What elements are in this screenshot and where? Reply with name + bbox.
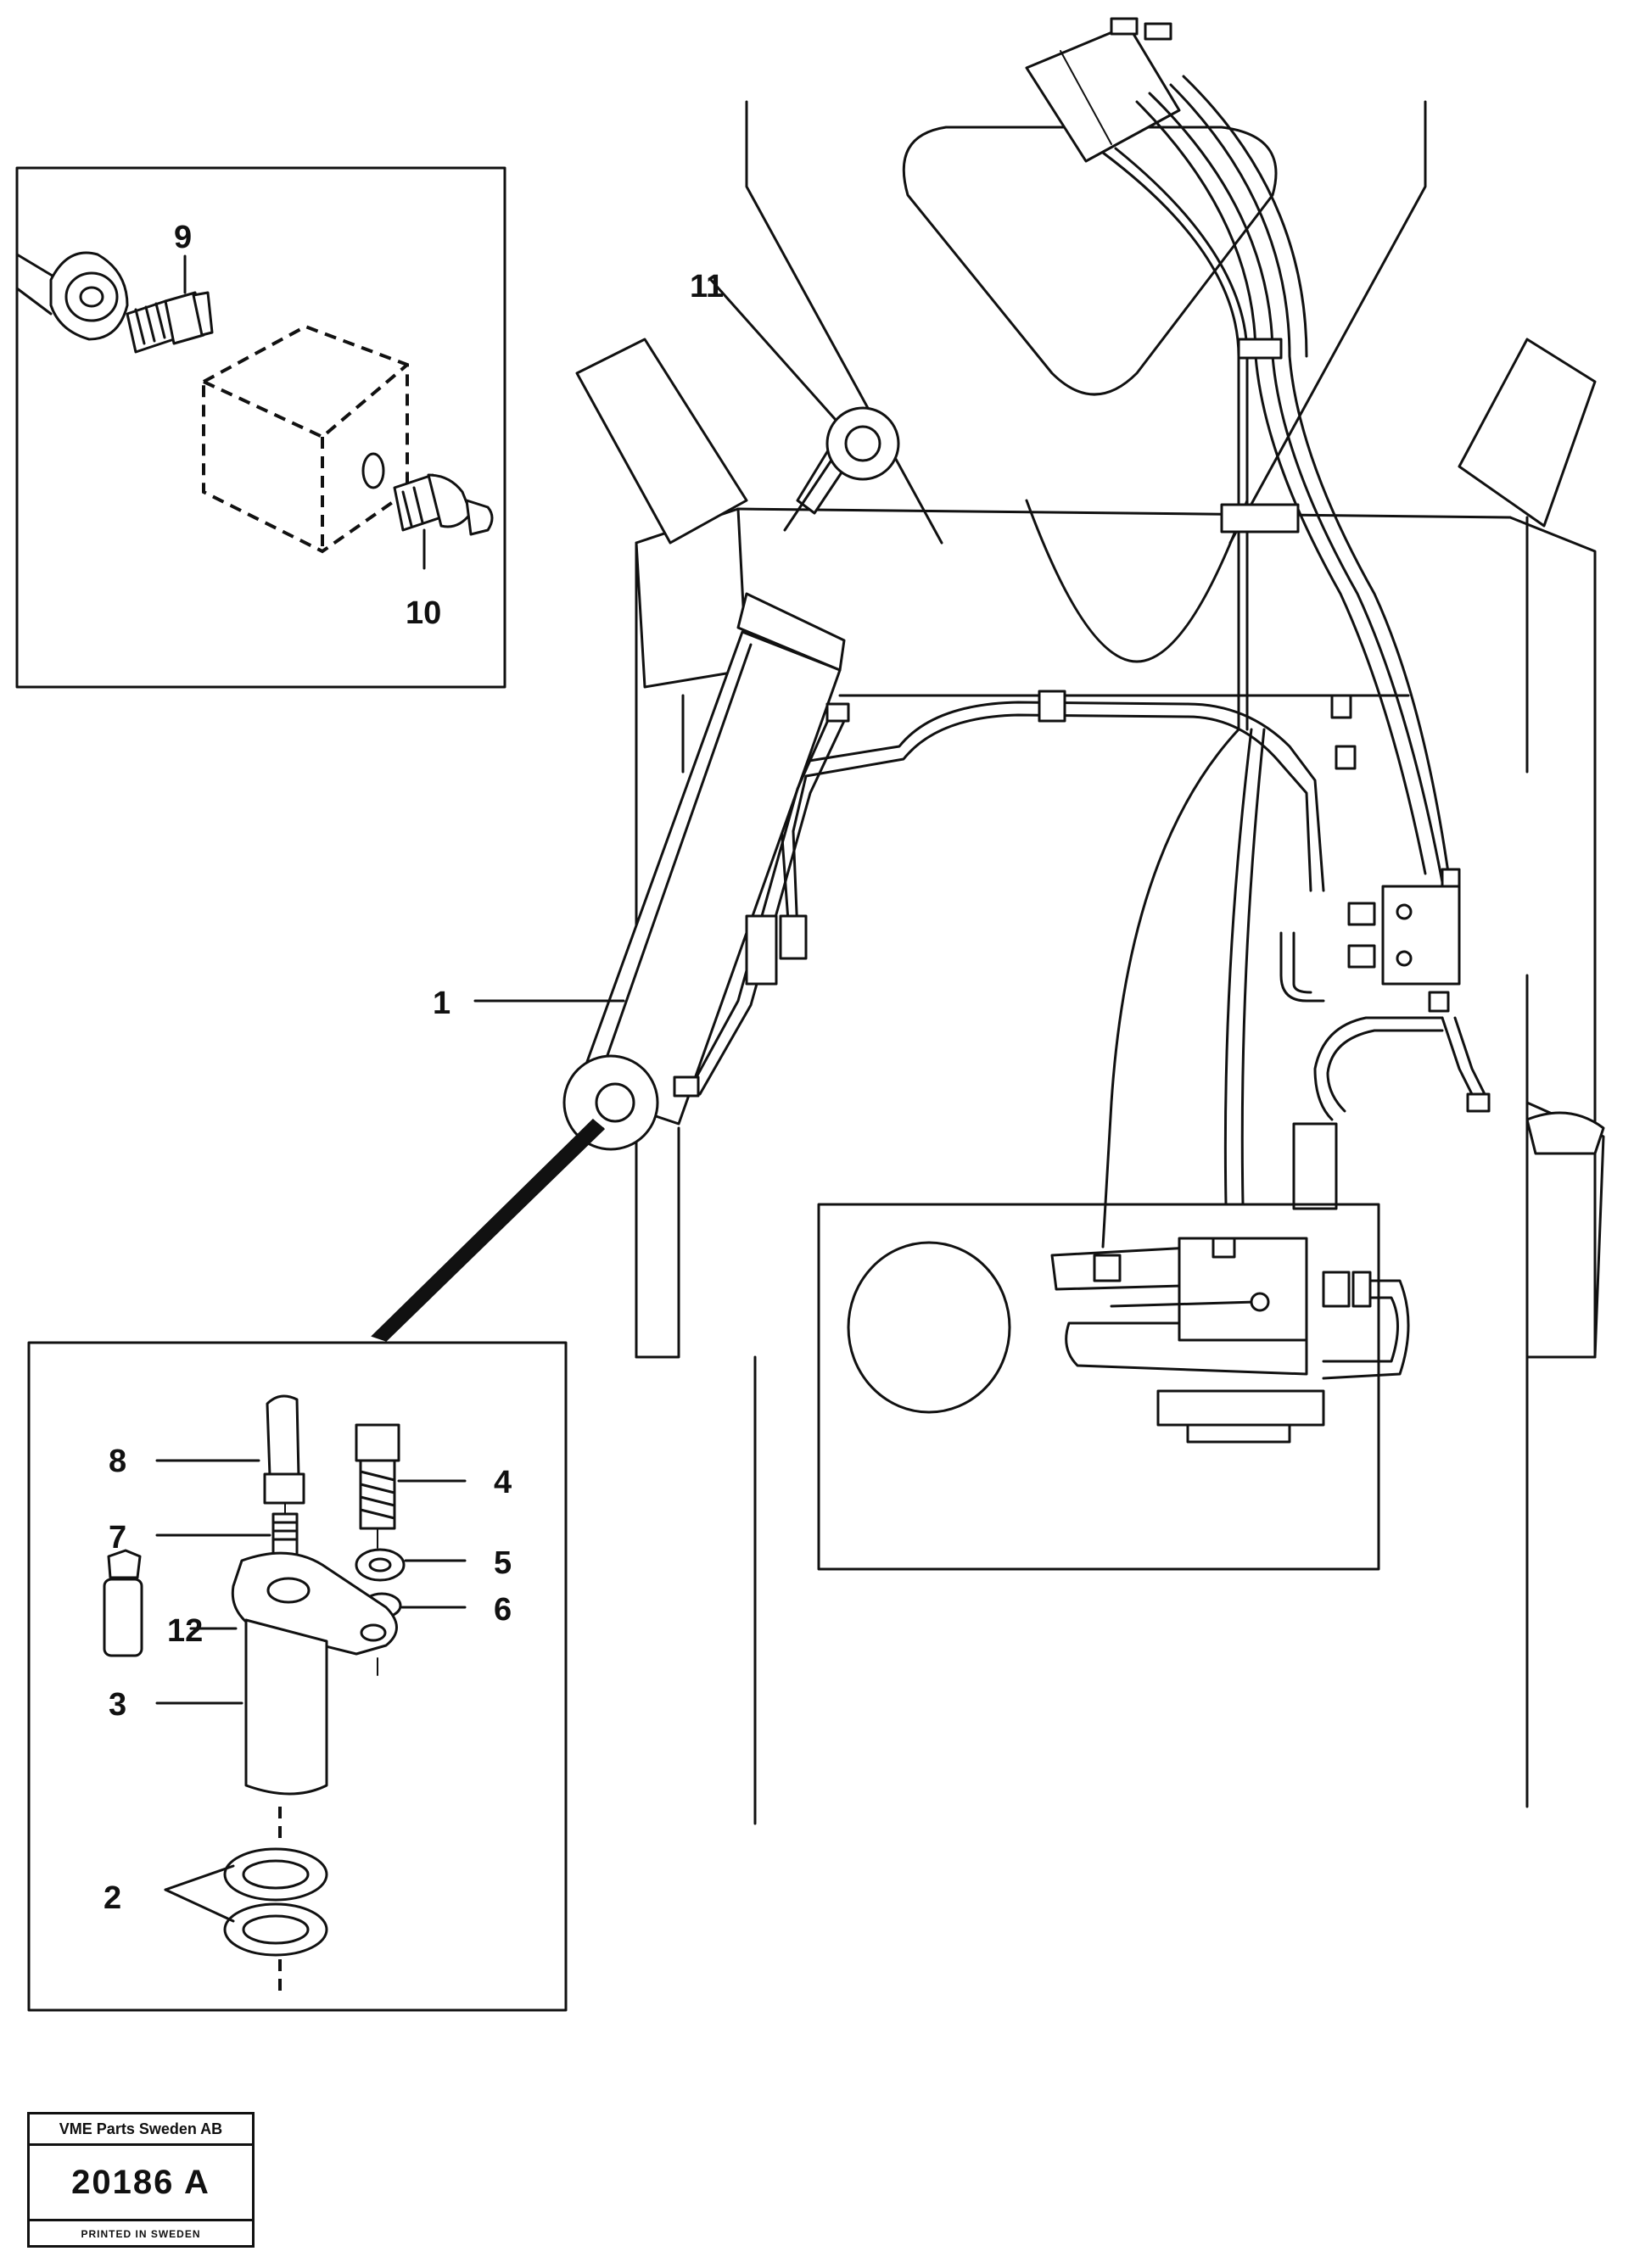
callout-labels: 1 2 3 4 5 6 7 8 9 10 11 12 — [104, 220, 724, 1916]
callout-1: 1 — [433, 986, 450, 1021]
callout-7: 7 — [109, 1520, 126, 1556]
callout-4: 4 — [494, 1465, 512, 1500]
printed-note: PRINTED IN SWEDEN — [30, 2219, 252, 2247]
drawing-stamp: VME Parts Sweden AB 20186 A PRINTED IN S… — [27, 2112, 255, 2248]
callout-8: 8 — [109, 1444, 126, 1479]
callout-10: 10 — [406, 595, 441, 631]
callout-9: 9 — [174, 220, 192, 255]
callout-3: 3 — [109, 1687, 126, 1723]
detail-box-bearing — [27, 1341, 568, 2012]
hose-routing — [779, 75, 1491, 1249]
callout-6: 6 — [494, 1592, 512, 1628]
company-name: VME Parts Sweden AB — [30, 2114, 252, 2146]
machine-frame — [575, 100, 1605, 1825]
callout-5: 5 — [494, 1545, 512, 1581]
callout-11: 11 — [690, 269, 724, 304]
callout-12: 12 — [167, 1613, 203, 1649]
callout-2: 2 — [104, 1880, 121, 1916]
drawing-number: 20186 A — [71, 2164, 210, 2201]
pump-assembly — [847, 1237, 1410, 1444]
detail-box-fitting — [15, 166, 506, 689]
relay-block — [1025, 17, 1181, 163]
control-valve — [1330, 694, 1491, 1113]
hose-clamps — [1038, 338, 1300, 723]
leader-lines — [371, 278, 837, 1342]
hydraulic-cylinder — [562, 406, 900, 1151]
